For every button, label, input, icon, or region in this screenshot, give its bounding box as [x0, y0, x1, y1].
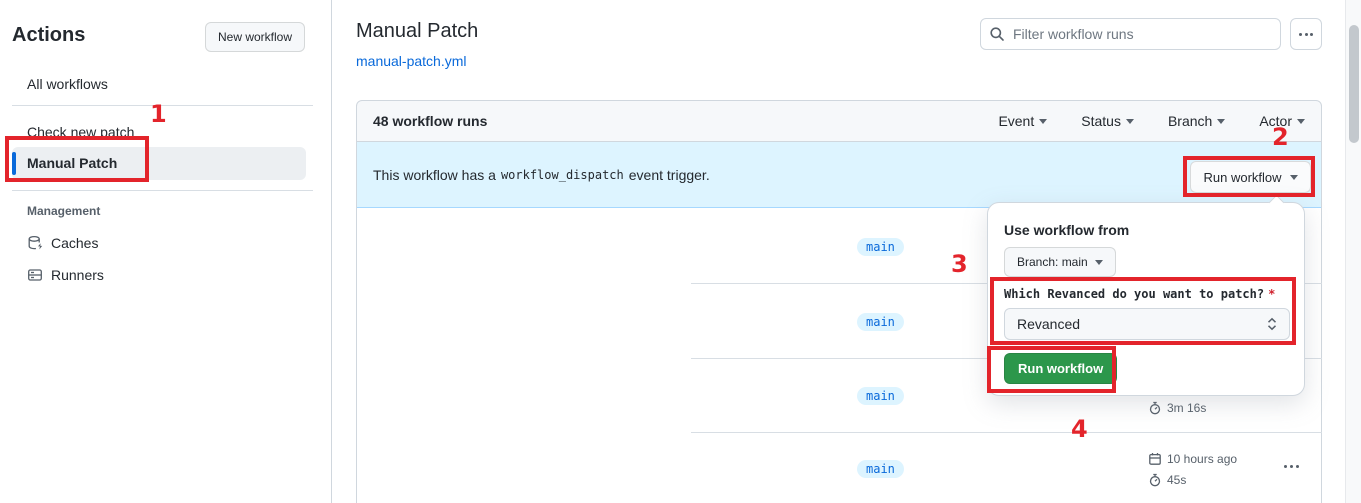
kebab-dot	[1304, 32, 1308, 36]
chevron-down-icon	[1297, 118, 1305, 124]
divider	[12, 105, 313, 106]
actions-sidebar: Actions New workflow All workflows Check…	[0, 0, 330, 503]
sidebar-divider	[331, 0, 332, 503]
actor-filter-dropdown[interactable]: Actor	[1259, 113, 1305, 129]
banner-text: This workflow has a	[373, 166, 496, 183]
branch-badge[interactable]: main	[857, 460, 904, 478]
workflow-dispatch-banner: This workflow has a workflow_dispatch ev…	[357, 142, 1321, 208]
sidebar-item-check-new-patch[interactable]: Check new patch	[27, 124, 135, 140]
kebab-dot	[1310, 32, 1313, 36]
run-options-kebab-button[interactable]	[1284, 465, 1299, 468]
run-workflow-label: Run workflow	[1203, 169, 1282, 185]
search-icon	[989, 26, 1005, 42]
workflow-run-row[interactable]: main 3m 16s	[357, 358, 1321, 432]
filter-label: Event	[998, 113, 1035, 129]
workflow-runs-count: 48 workflow runs	[373, 113, 488, 129]
branch-selector-button[interactable]: Branch: main	[1004, 247, 1116, 277]
run-duration: 3m 16s	[1148, 401, 1206, 415]
banner-text: event trigger.	[628, 166, 710, 183]
chevron-down-icon	[1039, 118, 1048, 124]
workflow-input-label: Which Revanced do you want to patch?*	[1004, 287, 1275, 301]
workflow-file-link[interactable]: manual-patch.yml	[356, 53, 467, 69]
sidebar-title: Actions	[12, 24, 86, 46]
workflow-run-row[interactable]: main 10 hours ago	[357, 432, 1321, 503]
sidebar-item-manual-patch[interactable]: Manual Patch	[12, 147, 306, 180]
management-section-heading: Management	[27, 204, 101, 218]
duration-text: 3m 16s	[1167, 401, 1207, 415]
started-text: 10 hours ago	[1167, 452, 1238, 466]
filter-label: Status	[1081, 113, 1121, 129]
stopwatch-icon	[1148, 401, 1162, 415]
duration-text: 45s	[1167, 473, 1187, 487]
runs-filters: Event Status Branch Actor	[998, 113, 1305, 129]
chevron-down-icon	[1217, 118, 1226, 124]
page-title: Manual Patch	[356, 20, 479, 42]
kebab-dot	[1299, 32, 1302, 36]
workflow-more-options-button[interactable]	[1290, 18, 1322, 50]
new-workflow-button[interactable]: New workflow	[205, 22, 306, 52]
branch-badge[interactable]: main	[857, 313, 904, 331]
branch-selector-label: Branch: main	[1017, 255, 1088, 269]
event-filter-dropdown[interactable]: Event	[998, 113, 1048, 129]
filter-label: Actor	[1259, 113, 1292, 129]
panel-heading: Use workflow from	[1004, 222, 1130, 238]
chevron-down-icon	[1125, 118, 1134, 124]
input-label-text: Which Revanced do you want to patch?	[1004, 287, 1265, 301]
scrollbar-track[interactable]	[1345, 0, 1361, 503]
kebab-dot	[1296, 465, 1299, 468]
kebab-dot	[1290, 465, 1293, 468]
run-workflow-submit-button[interactable]: Run workflow	[1004, 353, 1118, 384]
stopwatch-icon	[1148, 473, 1162, 487]
sidebar-item-caches[interactable]: Caches	[27, 235, 98, 251]
sidebar-item-runners[interactable]: Runners	[27, 267, 104, 283]
run-start-time: 10 hours ago	[1148, 452, 1237, 466]
workflow-run-row[interactable]: main	[357, 283, 1321, 358]
chevron-down-icon	[1094, 259, 1103, 265]
filter-workflow-runs-input[interactable]	[980, 18, 1281, 50]
calendar-icon	[1148, 452, 1162, 466]
sidebar-item-label: Runners	[51, 267, 104, 283]
divider	[12, 190, 313, 191]
sidebar-item-all-workflows[interactable]: All workflows	[27, 76, 108, 92]
branch-filter-dropdown[interactable]: Branch	[1167, 113, 1226, 129]
run-workflow-dropdown-button[interactable]: Run workflow	[1190, 161, 1311, 193]
required-marker: *	[1268, 287, 1276, 301]
runner-icon	[27, 267, 43, 283]
branch-badge[interactable]: main	[857, 387, 904, 405]
select-arrows-icon	[1267, 317, 1277, 331]
branch-badge[interactable]: main	[857, 238, 904, 256]
chevron-down-icon	[1289, 174, 1298, 180]
banner-code: workflow_dispatch	[500, 167, 624, 182]
cache-icon	[27, 235, 43, 251]
runs-table-header: 48 workflow runs Event Status Branch Act…	[356, 100, 1322, 142]
kebab-dot	[1284, 465, 1287, 468]
sidebar-item-label: Caches	[51, 235, 99, 251]
active-indicator-bar	[12, 152, 16, 175]
row-divider	[691, 432, 1322, 433]
select-value: Revanced	[1017, 316, 1081, 332]
revanced-select[interactable]: Revanced	[1004, 308, 1290, 340]
status-filter-dropdown[interactable]: Status	[1081, 113, 1134, 129]
run-workflow-panel: Use workflow from Branch: main Which Rev…	[987, 194, 1305, 396]
scrollbar-thumb[interactable]	[1349, 25, 1359, 143]
filter-field-wrap	[980, 18, 1281, 50]
run-duration: 45s	[1148, 473, 1186, 487]
sidebar-item-label: Manual Patch	[27, 155, 118, 171]
filter-label: Branch	[1167, 113, 1213, 129]
workflow-run-row[interactable]: main	[357, 208, 1321, 283]
